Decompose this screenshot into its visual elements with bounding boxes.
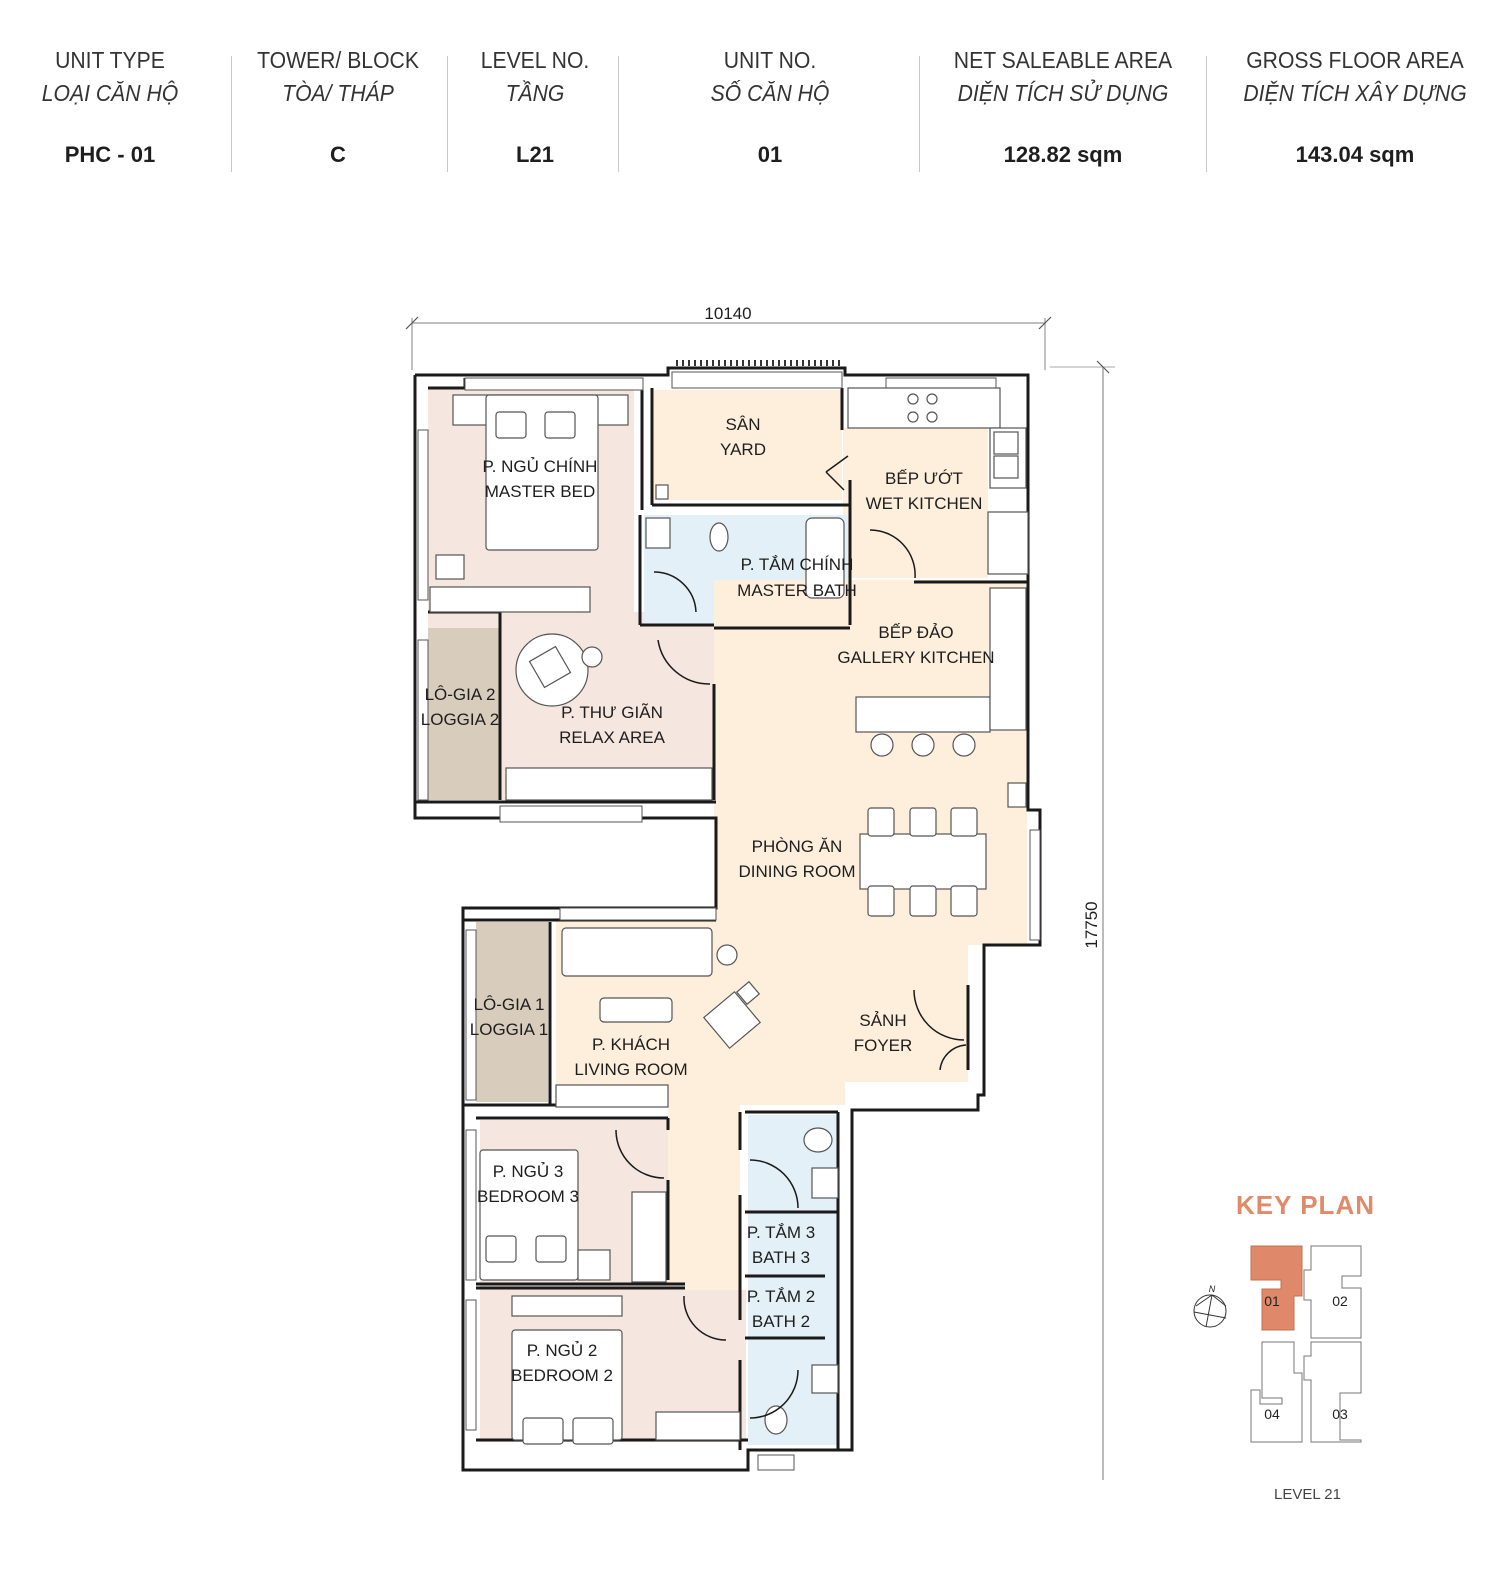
bedroom-3-label-vi: P. NGỦ 3 xyxy=(493,1162,564,1181)
unit-type-column: UNIT TYPE LOẠI CĂN HỘ PHC - 01 xyxy=(10,44,210,168)
doors xyxy=(615,455,967,1419)
loggia-2-label-vi: LÔ-GIA 2 xyxy=(425,685,496,704)
height-dimension xyxy=(1050,360,1115,1480)
divider xyxy=(919,56,920,172)
key-unit-03 xyxy=(1303,1341,1362,1443)
gross-area-label-vi: DIỆN TÍCH XÂY DỰNG xyxy=(1243,80,1467,106)
width-dimension-label: 10140 xyxy=(704,304,751,323)
level-label-vi: TẦNG xyxy=(505,80,565,106)
unit-type-label-vi: LOẠI CĂN HỘ xyxy=(41,80,179,106)
master-bath-label: MASTER BATH xyxy=(737,581,857,600)
key-plan-level-label: LEVEL 21 xyxy=(1274,1486,1341,1503)
divider xyxy=(231,56,232,172)
unit-info-header: UNIT TYPE LOẠI CĂN HỘ PHC - 01 TOWER/ BL… xyxy=(0,44,1504,174)
relax-area-label-vi: P. THƯ GIÃN xyxy=(561,703,663,722)
yard-label: YARD xyxy=(720,440,766,459)
tower-column: TOWER/ BLOCK TÒA/ THÁP C xyxy=(238,44,438,168)
net-area-value: 128.82 sqm xyxy=(1003,142,1123,167)
gross-area-value: 143.04 sqm xyxy=(1295,142,1415,167)
bedroom-3-label: BEDROOM 3 xyxy=(477,1187,579,1206)
key-unit-04-label: 04 xyxy=(1264,1406,1280,1422)
key-unit-02 xyxy=(1303,1245,1362,1339)
loggia-1-label-vi: LÔ-GIA 1 xyxy=(474,995,545,1014)
furniture xyxy=(429,387,1029,1445)
gross-area-label: GROSS FLOOR AREA xyxy=(1246,47,1464,73)
key-unit-02-label: 02 xyxy=(1332,1293,1348,1309)
key-plan-title: KEY PLAN xyxy=(1236,1190,1375,1220)
unit-type-value: PHC - 01 xyxy=(64,142,156,167)
unit-no-label-vi: SỐ CĂN HỘ xyxy=(710,80,830,106)
relax-area-label: RELAX AREA xyxy=(559,728,665,747)
loggia-2-label: LOGGIA 2 xyxy=(421,710,499,729)
bath-2-label-vi: P. TẮM 2 xyxy=(747,1287,815,1306)
master-bed-label-vi: P. NGỦ CHÍNH xyxy=(483,457,598,476)
master-bath-label-vi: P. TẮM CHÍNH xyxy=(741,555,854,574)
bath-3-label-vi: P. TẮM 3 xyxy=(747,1223,815,1242)
foyer-label-vi: SẢNH xyxy=(859,1011,906,1030)
unit-no-label: UNIT NO. xyxy=(723,47,817,73)
bath-3-label: BATH 3 xyxy=(752,1248,810,1267)
key-unit-04 xyxy=(1250,1341,1303,1443)
living-room-label-vi: P. KHÁCH xyxy=(592,1035,670,1054)
divider xyxy=(447,56,448,172)
unit-type-label: UNIT TYPE xyxy=(55,47,165,73)
dining-room-label-vi: PHÒNG ĂN xyxy=(752,837,843,856)
net-area-label: NET SALEABLE AREA xyxy=(953,47,1173,73)
width-dimension xyxy=(405,316,1052,370)
tower-value: C xyxy=(330,142,346,167)
gross-area-column: GROSS FLOOR AREA DIỆN TÍCH XÂY DỰNG 143.… xyxy=(1215,44,1495,168)
key-unit-03-label: 03 xyxy=(1332,1406,1348,1422)
foyer-label: FOYER xyxy=(854,1036,913,1055)
dining-room-label: DINING ROOM xyxy=(738,862,855,881)
north-arrow-label: N xyxy=(1209,1284,1216,1294)
yard-label-vi: SÂN xyxy=(726,415,761,434)
key-plan xyxy=(1193,1245,1362,1443)
tower-label: TOWER/ BLOCK xyxy=(257,47,419,73)
wet-kitchen-label-vi: BẾP ƯỚT xyxy=(885,469,963,488)
wet-kitchen-label: WET KITCHEN xyxy=(866,494,983,513)
gallery-kitchen-label-vi: BẾP ĐẢO xyxy=(878,623,953,642)
divider xyxy=(1206,56,1207,172)
height-dimension-label: 17750 xyxy=(1082,901,1101,948)
bath-2-label: BATH 2 xyxy=(752,1312,810,1331)
bedroom-2-label: BEDROOM 2 xyxy=(511,1366,613,1385)
key-unit-01 xyxy=(1250,1245,1303,1331)
windows xyxy=(417,371,1041,1471)
net-area-column: NET SALEABLE AREA DIỆN TÍCH SỬ DỤNG 128.… xyxy=(930,44,1196,168)
net-area-label-vi: DIỆN TÍCH SỬ DỤNG xyxy=(957,80,1169,106)
unit-no-value: 01 xyxy=(757,142,783,167)
key-unit-01-label: 01 xyxy=(1264,1293,1280,1309)
loggia-1-label: LOGGIA 1 xyxy=(470,1020,548,1039)
divider xyxy=(618,56,619,172)
master-bed-label: MASTER BED xyxy=(485,482,596,501)
gallery-kitchen-label: GALLERY KITCHEN xyxy=(837,648,994,667)
tower-label-vi: TÒA/ THÁP xyxy=(282,80,394,106)
living-room-label: LIVING ROOM xyxy=(574,1060,687,1079)
bedroom-2-label-vi: P. NGỦ 2 xyxy=(527,1341,598,1360)
level-column: LEVEL NO. TẦNG L21 xyxy=(455,44,615,168)
room-labels: P. NGỦ CHÍNH MASTER BED SÂN YARD BẾP ƯỚT… xyxy=(421,415,995,1385)
level-label: LEVEL NO. xyxy=(480,47,590,73)
unit-no-column: UNIT NO. SỐ CĂN HỘ 01 xyxy=(660,44,880,168)
level-value: L21 xyxy=(516,142,554,167)
